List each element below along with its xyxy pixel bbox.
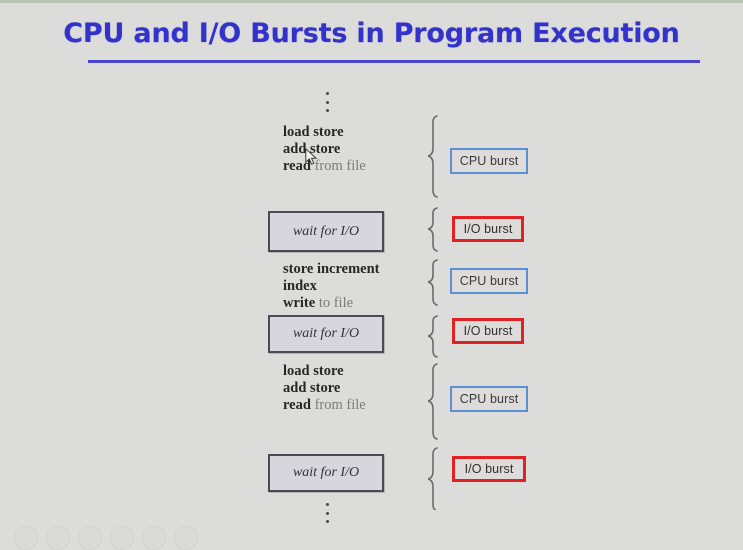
wait-for-io-box-3: wait for I/O xyxy=(268,454,384,492)
settings-button-icon[interactable] xyxy=(142,526,166,550)
burst-label-text: I/O burst xyxy=(463,324,513,338)
wait-for-io-box-1: wait for I/O xyxy=(268,211,384,252)
brace-cpu-1 xyxy=(428,115,438,198)
code-line-bold: read xyxy=(283,158,311,174)
code-line-bold: add store xyxy=(283,141,341,157)
code-line-bold: store increment xyxy=(283,261,380,277)
brace-cpu-2 xyxy=(428,259,438,306)
io-burst-label-1: I/O burst xyxy=(452,216,524,242)
cpu-burst-label-2: CPU burst xyxy=(450,268,528,294)
code-line: load store xyxy=(283,124,366,141)
code-line: write to file xyxy=(283,295,380,312)
code-line: add store xyxy=(283,141,366,158)
io-burst-label-3: I/O burst xyxy=(452,456,526,482)
code-line-soft: to file xyxy=(315,295,354,311)
code-line-bold: load store xyxy=(283,363,344,379)
code-line-bold: read xyxy=(283,397,311,413)
page-title: CPU and I/O Bursts in Program Execution xyxy=(63,18,680,49)
wait-for-io-label: wait for I/O xyxy=(292,326,360,341)
burst-label-text: CPU burst xyxy=(459,154,519,168)
ellipsis-dot xyxy=(325,109,329,112)
fullscreen-button-icon[interactable] xyxy=(174,526,198,550)
video-player-controls[interactable] xyxy=(14,526,198,550)
burst-label-text: CPU burst xyxy=(459,392,519,406)
title-underline-rule xyxy=(88,60,700,63)
top-edge-strip xyxy=(0,0,743,3)
code-line: store increment xyxy=(283,261,380,278)
code-line: index xyxy=(283,278,380,295)
code-line: read from file xyxy=(283,397,366,414)
cpu-burst-label-3: CPU burst xyxy=(450,386,528,412)
code-block-2: store increment index write to file xyxy=(283,261,380,312)
brace-io-2 xyxy=(428,315,438,358)
ellipsis-dot xyxy=(325,511,329,515)
code-line-soft: from file xyxy=(310,397,366,413)
wait-for-io-box-2: wait for I/O xyxy=(268,315,384,353)
burst-brace-column xyxy=(428,108,454,510)
code-line-bold: load store xyxy=(283,124,344,140)
brace-io-1 xyxy=(428,207,438,252)
cpu-burst-label-1: CPU burst xyxy=(450,148,528,174)
code-line: read from file xyxy=(283,158,366,175)
ellipsis-bottom xyxy=(322,503,332,523)
brace-cpu-3 xyxy=(428,363,438,440)
ellipsis-dot xyxy=(325,100,329,104)
code-block-1: load store add store read from file xyxy=(283,124,366,175)
play-button-icon[interactable] xyxy=(14,526,38,550)
brace-group xyxy=(428,115,438,510)
wait-for-io-label: wait for I/O xyxy=(292,223,360,239)
code-line-soft: from file xyxy=(310,158,366,174)
code-line-bold: write xyxy=(283,295,316,311)
burst-label-text: I/O burst xyxy=(463,222,513,236)
code-block-3: load store add store read from file xyxy=(283,363,366,414)
io-burst-label-2: I/O burst xyxy=(452,318,524,344)
stop-button-icon[interactable] xyxy=(78,526,102,550)
code-line: load store xyxy=(283,363,366,380)
code-line-bold: add store xyxy=(283,380,341,396)
ellipsis-dot xyxy=(325,92,329,95)
wait-for-io-label: wait for I/O xyxy=(292,465,360,480)
volume-button-icon[interactable] xyxy=(110,526,134,550)
code-line: add store xyxy=(283,380,366,397)
burst-label-text: CPU burst xyxy=(459,274,519,288)
brace-io-3 xyxy=(428,447,438,510)
code-line-bold: index xyxy=(283,278,317,294)
pause-button-icon[interactable] xyxy=(46,526,70,550)
ellipsis-dot xyxy=(325,503,329,506)
ellipsis-dot xyxy=(325,520,329,523)
burst-label-text: I/O burst xyxy=(464,462,514,476)
ellipsis-top xyxy=(322,92,332,112)
